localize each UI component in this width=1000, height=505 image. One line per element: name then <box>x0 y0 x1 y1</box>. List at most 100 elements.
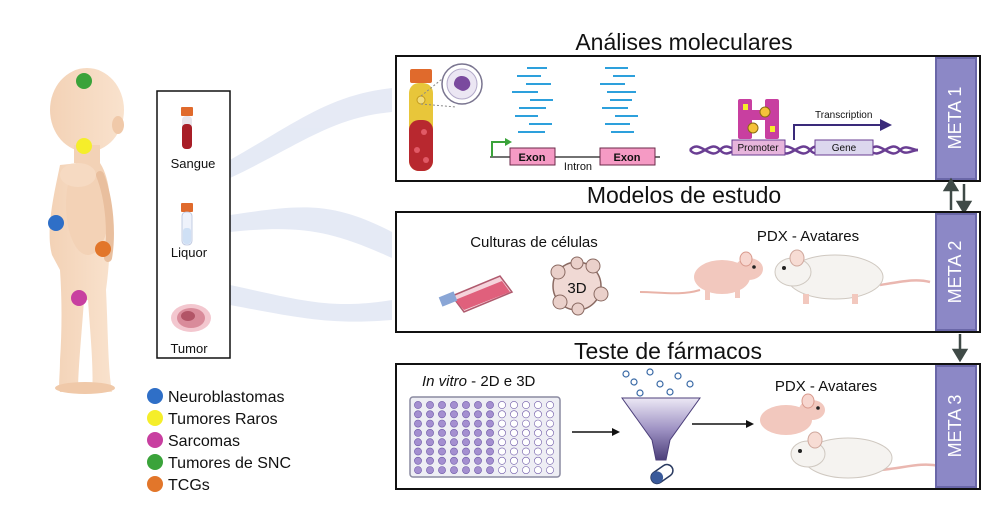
well <box>462 419 470 428</box>
tcg-dot <box>95 241 111 257</box>
csf-tube-icon <box>181 203 193 246</box>
well <box>426 466 434 474</box>
well <box>510 466 518 474</box>
child-figure <box>49 68 124 394</box>
legend-swatch-cns <box>147 454 163 470</box>
well <box>450 428 458 437</box>
legend-label-neuroblastomas: Neuroblastomas <box>168 389 285 406</box>
well <box>450 419 458 428</box>
well <box>510 428 518 437</box>
meta3-block <box>935 365 977 488</box>
meta1-block <box>935 57 977 180</box>
well <box>498 419 506 428</box>
well <box>426 456 434 465</box>
well <box>414 438 422 447</box>
well <box>450 447 458 456</box>
well <box>510 401 518 409</box>
well <box>534 401 542 409</box>
well <box>426 447 434 456</box>
well <box>522 428 530 437</box>
well <box>546 447 554 456</box>
cell-cultures-label: Culturas de células <box>470 234 598 251</box>
gene-structure <box>490 138 660 166</box>
well <box>486 419 494 428</box>
well <box>414 410 422 419</box>
gene-label: Gene <box>832 143 857 154</box>
well <box>462 447 470 456</box>
arrow-plate-to-funnel <box>572 428 620 436</box>
legend-label-cns: Tumores de SNC <box>168 455 291 472</box>
pdx-label-models: PDX - Avatares <box>757 228 859 245</box>
drugs-title: Teste de fármacos <box>574 338 762 364</box>
legend-swatch-neuroblastomas <box>147 388 163 404</box>
intron-label: Intron <box>564 161 592 173</box>
spheroid-3d-icon <box>550 256 609 316</box>
promoter-label: Promoter <box>737 143 779 154</box>
well <box>414 447 422 456</box>
white-mouse-icon-2 <box>790 431 941 479</box>
well <box>534 410 542 419</box>
well <box>474 419 482 428</box>
arrow-meta2-meta3 <box>951 334 969 363</box>
culture-flask-icon <box>438 275 514 313</box>
well <box>522 410 530 419</box>
well <box>474 410 482 419</box>
well <box>474 456 482 465</box>
well <box>414 466 422 474</box>
well <box>522 438 530 447</box>
well <box>438 401 446 409</box>
models-title: Modelos de estudo <box>587 182 781 208</box>
screening-funnel-icon <box>621 397 701 485</box>
well <box>462 466 470 474</box>
well <box>462 428 470 437</box>
sample-label-blood: Sangue <box>171 156 216 171</box>
well <box>438 410 446 419</box>
cns-dot <box>76 73 92 89</box>
well <box>450 456 458 465</box>
well <box>450 410 458 419</box>
models-panel <box>395 211 981 333</box>
pdx-label-drugs: PDX - Avatares <box>775 378 877 395</box>
well <box>534 438 542 447</box>
well <box>534 419 542 428</box>
well <box>522 419 530 428</box>
well <box>414 428 422 437</box>
legend-swatch-tcgs <box>147 476 163 492</box>
well <box>486 466 494 474</box>
well <box>534 428 542 437</box>
well <box>534 456 542 465</box>
sequencing-reads-left <box>512 67 553 133</box>
well <box>486 428 494 437</box>
well <box>486 401 494 409</box>
exon-box-2 <box>599 147 656 166</box>
blood-sample-zoom-icon <box>409 63 483 171</box>
well <box>450 466 458 474</box>
flow-streaks <box>230 88 392 322</box>
well <box>462 456 470 465</box>
molecular-title: Análises moleculares <box>575 29 792 55</box>
white-mouse-icon <box>774 249 931 304</box>
meta2-label: META 2 <box>945 241 965 304</box>
well <box>438 447 446 456</box>
legend-swatch-sarcomas <box>147 432 163 448</box>
well <box>438 466 446 474</box>
sarcoma-dot <box>71 290 87 306</box>
tumor-tissue-icon <box>171 304 211 332</box>
well <box>486 447 494 456</box>
exon-box-1 <box>509 147 556 166</box>
well <box>426 428 434 437</box>
legend-swatch-rare <box>147 410 163 426</box>
well <box>462 410 470 419</box>
well-plate-icon <box>409 396 561 478</box>
well <box>498 410 506 419</box>
transcription-label: Transcription <box>815 110 872 121</box>
well <box>510 456 518 465</box>
well <box>414 456 422 465</box>
well <box>438 428 446 437</box>
well <box>426 401 434 409</box>
well <box>522 447 530 456</box>
meta2-block <box>935 213 977 331</box>
well <box>438 456 446 465</box>
legend-label-rare: Tumores Raros <box>168 411 278 428</box>
